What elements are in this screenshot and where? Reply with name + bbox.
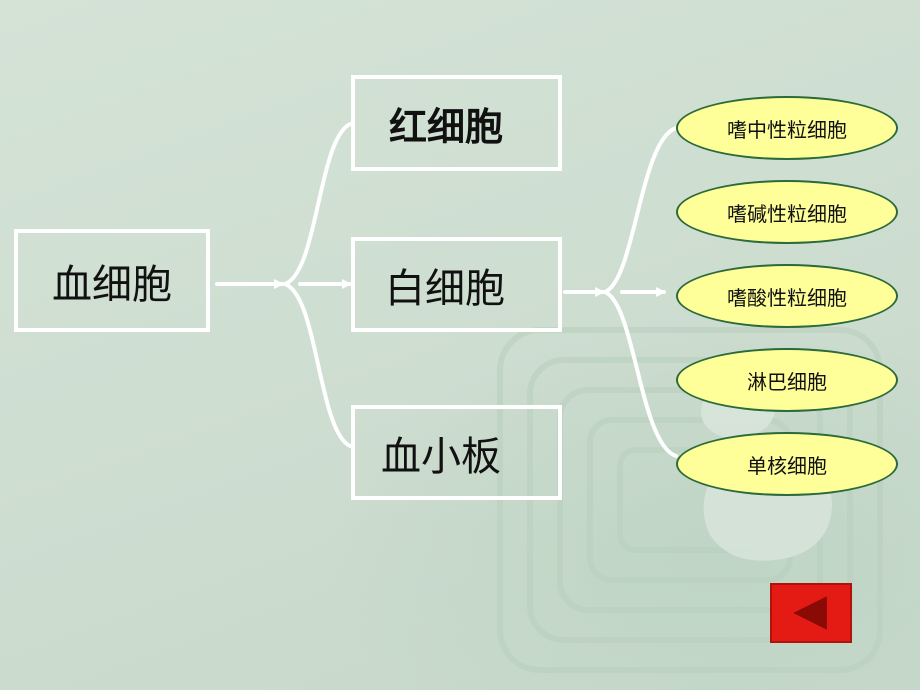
root-node: 血细胞 — [14, 229, 210, 332]
wbc-type-label: 嗜酸性粒细胞 — [727, 285, 847, 310]
wbc-type-eosinophil: 嗜酸性粒细胞 — [676, 264, 898, 328]
back-button[interactable] — [770, 583, 852, 643]
back-arrow-icon — [793, 596, 827, 630]
category-node-label: 白细胞 — [385, 265, 505, 312]
branch-to-monocyte — [603, 290, 678, 458]
wbc-type-label: 嗜碱性粒细胞 — [727, 201, 847, 226]
wbc-type-basophil: 嗜碱性粒细胞 — [676, 180, 898, 244]
category-node-label: 红细胞 — [389, 103, 504, 149]
category-node-platelet: 血小板 — [351, 405, 562, 500]
wbc-type-monocyte: 单核细胞 — [676, 432, 898, 496]
category-node-red-blood-cell: 红细胞 — [351, 75, 562, 171]
category-node-white-blood-cell: 白细胞 — [351, 237, 562, 332]
wbc-type-neutrophil: 嗜中性粒细胞 — [676, 96, 898, 160]
branch-to-neutrophil — [603, 126, 678, 294]
root-node-label: 血细胞 — [52, 261, 172, 308]
category-node-label: 血小板 — [381, 433, 501, 480]
wbc-type-lymphocyte: 淋巴细胞 — [676, 348, 898, 412]
branch-to-platelet — [283, 282, 352, 448]
branch-to-red — [283, 122, 352, 286]
wbc-type-label: 淋巴细胞 — [747, 369, 827, 394]
wbc-type-label: 嗜中性粒细胞 — [727, 117, 847, 142]
wbc-type-label: 单核细胞 — [747, 453, 827, 478]
